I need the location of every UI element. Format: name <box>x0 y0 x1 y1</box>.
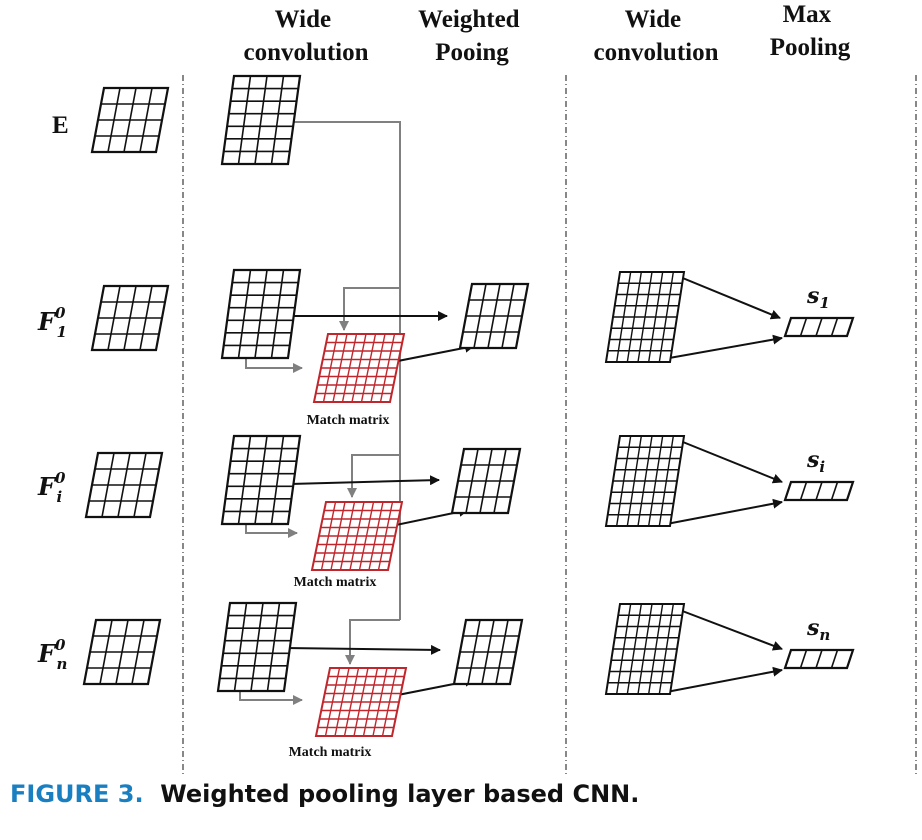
grid-match-2 <box>310 501 404 571</box>
branch-1 <box>339 287 400 331</box>
grid-input-fn <box>82 618 162 686</box>
input-label-e: E <box>52 112 69 139</box>
branch-2 <box>347 454 400 498</box>
header-weighted-pooling: Weighted Pooing <box>418 6 526 66</box>
arrow-fan-bot-2 <box>655 498 783 527</box>
grid-conv1-fn <box>216 601 298 693</box>
grid-conv2-3 <box>604 603 686 695</box>
grid-maxpool-2 <box>783 480 855 502</box>
arrow-conv-to-pool-3 <box>284 644 441 655</box>
arrow-fan-bot-3 <box>655 666 783 695</box>
arrow-fan-top-2 <box>667 435 783 484</box>
feed-3 <box>239 690 303 705</box>
figure-caption: FIGURE 3. Weighted pooling layer based C… <box>10 780 639 808</box>
grid-input-f1 <box>90 284 170 352</box>
arrow-conv-to-pool-2 <box>289 475 440 486</box>
figure-caption-text: Weighted pooling layer based CNN. <box>160 780 640 808</box>
grid-maxpool-3 <box>783 648 855 670</box>
grid-conv1-e <box>220 74 302 166</box>
grid-layer <box>82 74 855 737</box>
grid-maxpool-1 <box>783 316 855 338</box>
grid-input-e <box>90 86 170 154</box>
output-label-si: si <box>806 447 825 476</box>
header-max-pooling: Max Pooling <box>770 1 851 61</box>
match-matrix-label-2: Match matrix <box>294 575 377 590</box>
branch-3 <box>345 619 400 665</box>
grid-conv2-1 <box>604 271 686 363</box>
grid-input-fi <box>84 451 164 519</box>
grid-conv1-f1 <box>220 268 302 360</box>
column-dividers <box>182 75 917 775</box>
grid-conv1-fi <box>220 434 302 526</box>
gray-connectors <box>239 121 401 705</box>
grid-match-3 <box>314 667 408 737</box>
grid-pool-2 <box>450 447 522 515</box>
grid-match-1 <box>312 333 406 403</box>
arrow-fan-top-1 <box>667 271 781 320</box>
grid-pool-3 <box>452 618 524 686</box>
output-label-s1: s1 <box>806 283 830 312</box>
header-wide-convolution-1: Wide convolution <box>243 6 368 66</box>
grid-pool-1 <box>458 282 530 350</box>
output-label-sn: sn <box>806 615 830 644</box>
feed-1 <box>245 358 303 373</box>
feed-2 <box>245 523 298 538</box>
match-matrix-label-3: Match matrix <box>289 745 372 760</box>
figure-number: FIGURE 3. <box>10 780 144 808</box>
diagram: Wide convolution Weighted Pooing Wide co… <box>37 1 917 775</box>
match-matrix-label-1: Match matrix <box>307 413 390 428</box>
header-wide-convolution-2: Wide convolution <box>593 6 718 66</box>
grid-conv2-2 <box>604 435 686 527</box>
arrow-fan-bot-1 <box>657 334 783 361</box>
